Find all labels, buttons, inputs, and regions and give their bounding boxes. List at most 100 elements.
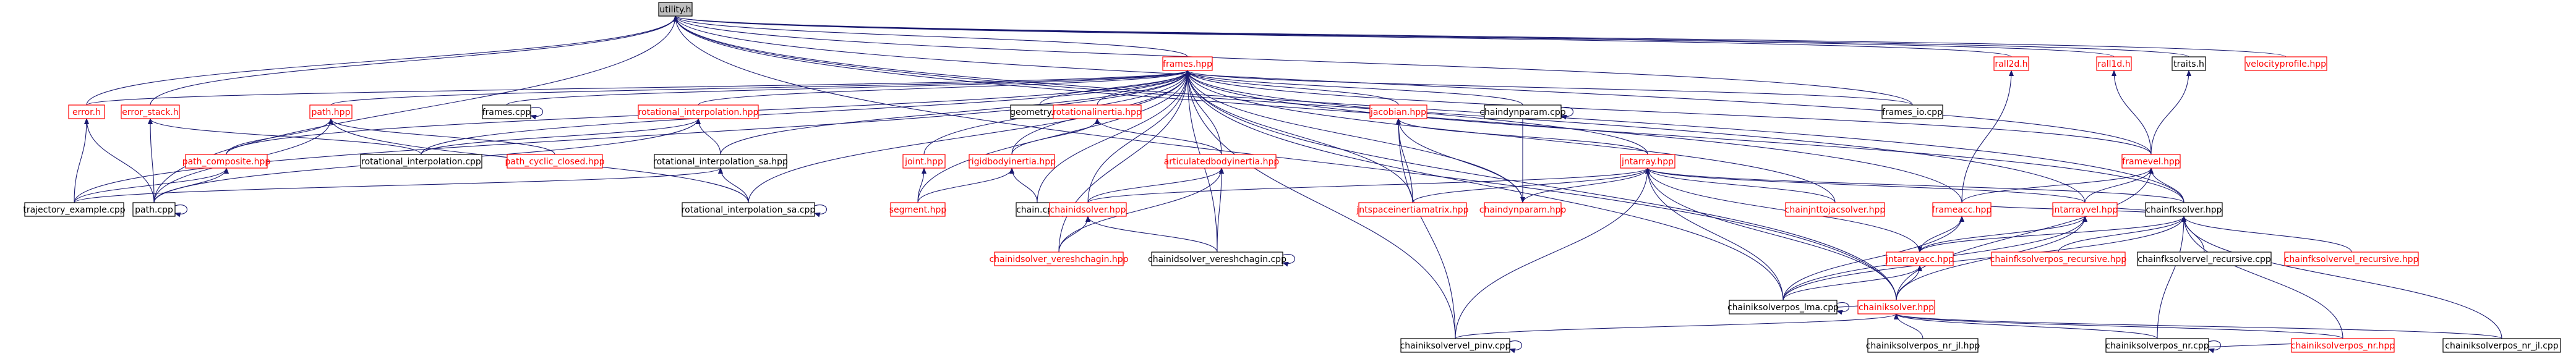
node-frames-io-cpp[interactable]: frames_io.cpp [1881, 104, 1943, 119]
node-rotational-interpolation-sa-hpp[interactable]: rotational_interpolation_sa.hpp [653, 154, 788, 169]
edge-rotational_interpolation_cpp-to-error_stack_h [148, 118, 422, 155]
edge-chainfksolver_hpp-to-frames_hpp [1185, 70, 2184, 203]
edge-chainiksolverpos_nr_jl_cpp-to-chainiksolver_hpp [1894, 313, 2502, 339]
node-label: rotational_interpolation.cpp [361, 157, 481, 167]
node-chainidsolver-vereshchagin-cpp[interactable]: chainidsolver_vereshchagin.cpp [1148, 251, 1286, 266]
node-box [2291, 338, 2395, 353]
node-label: segment.hpp [889, 205, 947, 215]
node-box [1993, 56, 2029, 71]
node-jntarray-hpp[interactable]: jntarray.hpp [1620, 154, 1675, 169]
node-box [638, 104, 759, 119]
node-frames-cpp[interactable]: frames.cpp [482, 104, 531, 119]
node-label: jntarray.hpp [1621, 157, 1674, 167]
edge-error_stack_h-to-utility_h [150, 15, 678, 106]
edge-chainiksolver_hpp-to-framevel_hpp [1896, 167, 2154, 301]
node-chainidsolver-hpp[interactable]: chainidsolver.hpp [1049, 202, 1127, 217]
edge-jntspaceinertiamatrix_hpp-to-jntarray_hpp [1412, 167, 1650, 203]
edge-chainiksolvervel_pinv_cpp-to-frames_hpp [1185, 70, 1456, 339]
node-chainfksolvervel-recursive-hpp[interactable]: chainfksolvervel_recursive.hpp [2284, 251, 2419, 266]
node-box [2244, 56, 2327, 71]
node-error-stack-h[interactable]: error_stack.h [121, 104, 180, 119]
edge-chainiksolvervel_pinv_cpp-to-jacobian_hpp [1396, 118, 1456, 339]
node-box [994, 251, 1124, 266]
node-chainjnttojacsolver-hpp[interactable]: chainjnttojacsolver.hpp [1785, 202, 1886, 217]
node-box [1729, 300, 1838, 315]
edge-chainiksolverpos_lma_cpp-to-chainiksolverpos_lma_cpp [1836, 302, 1850, 315]
node-rigidbodyinertia-hpp[interactable]: rigidbodyinertia.hpp [968, 154, 1056, 169]
node-chainiksolverpos-nr-jl-cpp[interactable]: chainiksolverpos_nr_jl.cpp [2442, 338, 2561, 353]
node-segment-hpp[interactable]: segment.hpp [889, 202, 947, 217]
node-label: utility.h [659, 5, 691, 15]
edge-chainiksolver_hpp-to-jntarrayvel_hpp [1896, 216, 2087, 301]
node-joint-hpp[interactable]: joint.hpp [902, 154, 946, 169]
node-label: path_cyclic_closed.hpp [505, 157, 604, 167]
node-utility-h[interactable]: utility.h [658, 2, 693, 17]
edge-segment_hpp-to-joint_hpp [917, 167, 926, 203]
node-framevel-hpp[interactable]: framevel.hpp [2121, 154, 2181, 169]
node-chaindynparam-hpp[interactable]: chaindynparam.hpp [1479, 202, 1567, 217]
edge-chainiksolverpos_lma_cpp-to-jntarray_hpp [1645, 167, 1784, 301]
node-label: rigidbodyinertia.hpp [968, 157, 1056, 167]
node-rotational-interpolation-sa-cpp[interactable]: rotational_interpolation_sa.cpp [682, 202, 816, 217]
node-jacobian-hpp[interactable]: jacobian.hpp [1369, 104, 1427, 119]
node-path-cpp[interactable]: path.cpp [132, 202, 176, 217]
edge-trajectory_example_cpp-to-frames_hpp [74, 70, 1190, 203]
node-label: chainiksolverpos_nr_jl.cpp [2445, 341, 2559, 351]
edge-frames_io_cpp-to-frames_hpp [1185, 70, 1913, 106]
node-chainfksolvervel-recursive-cpp[interactable]: chainfksolvervel_recursive.cpp [2137, 251, 2272, 266]
node-frames-hpp[interactable]: frames.hpp [1162, 56, 1213, 71]
node-label: frameacc.hpp [1932, 205, 1992, 215]
node-rall1d-h[interactable]: rall1d.h [2096, 56, 2132, 71]
node-frameacc-hpp[interactable]: frameacc.hpp [1932, 202, 1992, 217]
node-rotationalinertia-hpp[interactable]: rotationalinertia.hpp [1053, 104, 1142, 119]
edge-path_cpp-to-utility_h [153, 15, 678, 203]
node-velocityprofile-hpp[interactable]: velocityprofile.hpp [2244, 56, 2327, 71]
node-path-cyclic-closed-hpp[interactable]: path_cyclic_closed.hpp [505, 154, 605, 169]
node-jntarrayacc-hpp[interactable]: jntarrayacc.hpp [1885, 251, 1954, 266]
node-box [2442, 338, 2561, 353]
node-chainiksolverpos-nr-hpp[interactable]: chainiksolverpos_nr.hpp [2291, 338, 2395, 353]
node-chainfksolverpos-recursive-hpp[interactable]: chainfksolverpos_recursive.hpp [1990, 251, 2127, 266]
edge-jntspaceinertiamatrix_hpp-to-jacobian_hpp [1396, 118, 1413, 203]
node-box [1484, 104, 1562, 119]
edge-chaindynparam_hpp-to-jntarray_hpp [1522, 167, 1650, 203]
node-jntarrayvel-hpp[interactable]: jntarrayvel.hpp [2052, 202, 2118, 217]
node-box [482, 104, 531, 119]
node-rotational-interpolation-hpp[interactable]: rotational_interpolation.hpp [638, 104, 759, 119]
node-path-hpp[interactable]: path.hpp [309, 104, 353, 119]
node-chainiksolvervel-pinv-cpp[interactable]: chainiksolvervel_pinv.cpp [1400, 338, 1511, 353]
node-chaindynparam-cpp[interactable]: chaindynparam.cpp [1479, 104, 1566, 119]
edge-frames_io_cpp-to-utility_h [673, 15, 1913, 106]
edge-frameacc_hpp-to-rall2d_h [1961, 70, 2014, 203]
node-box [1932, 202, 1992, 217]
node-chainidsolver-vereshchagin-hpp[interactable]: chainidsolver_vereshchagin.hpp [989, 251, 1129, 266]
node-articulatedbodyinertia-hpp[interactable]: articulatedbodyinertia.hpp [1164, 154, 1280, 169]
node-trajectory-example-cpp[interactable]: trajectory_example.cpp [23, 202, 126, 217]
node-jntspaceinertiamatrix-hpp[interactable]: jntspaceinertiamatrix.hpp [1356, 202, 1469, 217]
node-chainfksolver-hpp[interactable]: chainfksolver.hpp [2145, 202, 2223, 217]
node-path-composite-hpp[interactable]: path_composite.hpp [182, 154, 271, 169]
node-box [185, 154, 268, 169]
node-chainiksolverpos-nr-cpp[interactable]: chainiksolverpos_nr.cpp [2105, 338, 2209, 353]
edge-rall1d_h-to-utility_h [673, 15, 2115, 57]
node-label: chainidsolver_vereshchagin.hpp [989, 255, 1128, 264]
node-chainiksolverpos-lma-cpp[interactable]: chainiksolverpos_lma.cpp [1727, 300, 1839, 315]
edge-chain_cpp-to-rigidbodyinertia_hpp [1009, 167, 1038, 203]
edge-chaindynparam_cpp-to-frames_hpp [1185, 70, 1523, 106]
node-traits-h[interactable]: traits.h [2172, 56, 2206, 71]
node-box [682, 202, 815, 217]
edge-chainidsolver_vereshchagin_cpp-to-articulatedbodyinertia_hpp [1217, 167, 1224, 253]
node-label: rotational_interpolation.hpp [638, 108, 759, 117]
node-chainiksolverpos-nr-jl-hpp[interactable]: chainiksolverpos_nr_jl.hpp [1866, 338, 1980, 353]
node-label: velocityprofile.hpp [2246, 59, 2326, 69]
node-rotational-interpolation-cpp[interactable]: rotational_interpolation.cpp [360, 154, 482, 169]
node-rall2d-h[interactable]: rall2d.h [1993, 56, 2029, 71]
node-box [121, 104, 180, 119]
edge-path_composite_hpp-to-path_hpp [226, 118, 333, 155]
edge-chainfksolver_hpp-to-utility_h [673, 15, 2184, 203]
node-error-h[interactable]: error.h [68, 104, 105, 119]
node-chainiksolver-hpp[interactable]: chainiksolver.hpp [1857, 300, 1935, 315]
node-box [1166, 154, 1277, 169]
node-chain-cpp[interactable]: chain.cpp [1016, 202, 1059, 217]
node-box [2145, 202, 2223, 217]
